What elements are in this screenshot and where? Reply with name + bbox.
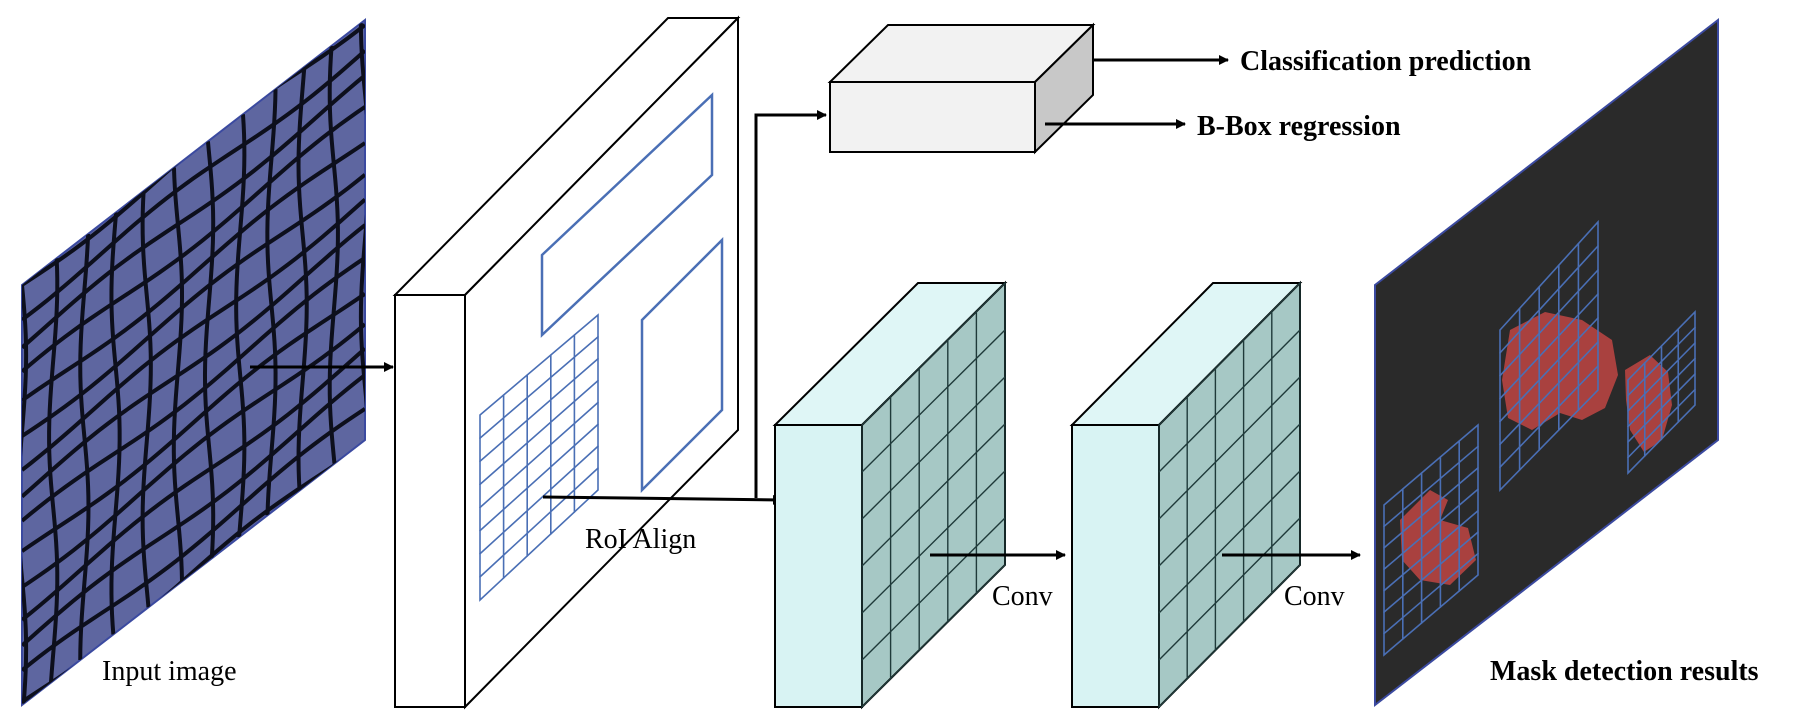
roi-grid-hline: [479, 401, 599, 509]
det-grid-left-hline: [1383, 552, 1479, 635]
det-grid-left-hline: [1383, 488, 1479, 571]
classification-prediction-label: Classification prediction: [1240, 46, 1532, 77]
conv2-grid-hline: [1158, 470, 1301, 614]
roi-grid: [479, 313, 599, 602]
conv1-grid-hline: [861, 470, 1006, 614]
roi-grid-hline: [479, 379, 599, 486]
net-strand-horizontal: [22, 223, 365, 499]
conv1-grid-hline: [861, 376, 1006, 520]
net-strand-vertical: [234, 114, 247, 538]
feature-map-box: [392, 15, 741, 710]
proposal-box-top: [540, 92, 714, 338]
det-grid-center-hline: [1499, 317, 1599, 423]
classifier-head-box: [827, 22, 1096, 155]
det-grid-right-hline: [1627, 342, 1696, 412]
arrow-branch-to-head: [754, 110, 827, 498]
det-grid-center-hline: [1499, 293, 1599, 400]
det-grid-right-hline: [1627, 388, 1696, 459]
conv2-grid-hline: [1158, 329, 1301, 473]
roi-grid-border: [479, 313, 599, 602]
net-strand-vertical: [22, 284, 29, 704]
roi-grid-hline: [479, 445, 599, 555]
conv2-grid-hline: [1158, 517, 1301, 661]
net-strand-horizontal: [22, 105, 365, 374]
det-grid-center-hline: [1499, 245, 1599, 354]
det-grid-center-hline: [1499, 269, 1599, 377]
roi-grid-hline: [479, 357, 599, 463]
net-strand-horizontal: [22, 256, 365, 523]
det-grid-left-hline: [1383, 531, 1479, 613]
det-grid-left-border: [1383, 423, 1479, 657]
conv-label-1: Conv: [992, 581, 1053, 612]
arrow-roi-to-conv: [542, 494, 783, 505]
det-grid-left-hline: [1383, 509, 1479, 592]
mask-results-panel: [1374, 17, 1719, 708]
conv1-grid-hline: [861, 329, 1006, 473]
proposal-box-right: [640, 236, 724, 494]
mask-results-label: Mask detection results: [1490, 656, 1759, 687]
net-strand-vertical: [202, 141, 216, 559]
conv-label-2: Conv: [1284, 581, 1345, 612]
net-strand-horizontal: [22, 346, 365, 622]
conv-grid-2: [1158, 281, 1301, 709]
net-strand-horizontal: [22, 373, 365, 648]
det-grid-right-hline: [1627, 357, 1696, 428]
input-image-label: Input image: [102, 656, 237, 687]
conv-block-2: [1069, 280, 1303, 710]
det-grid-center-hline: [1499, 341, 1599, 446]
roi-align-label: RoI Align: [585, 524, 696, 555]
bbox-regression-label: B-Box regression: [1197, 111, 1401, 142]
net-strand-vertical: [78, 233, 91, 661]
net-strand-vertical: [265, 89, 278, 516]
net-strand-horizontal: [22, 173, 365, 438]
net-strand-horizontal: [22, 49, 365, 322]
det-grid-left-hline: [1383, 467, 1479, 549]
conv1-grid-hline: [861, 423, 1006, 567]
net-strand-horizontal: [22, 407, 365, 672]
net-strand-horizontal: [22, 292, 365, 553]
roi-grid-hline: [479, 467, 599, 578]
det-grid-center-hline: [1499, 365, 1599, 468]
net-strand-horizontal: [22, 198, 365, 472]
roi-grid-hline: [479, 336, 599, 439]
roi-grid-hline: [479, 423, 599, 532]
det-grid-left-hline: [1383, 445, 1479, 528]
net-strand-vertical: [358, 23, 365, 438]
net-strand-horizontal: [22, 73, 365, 350]
net-strand-horizontal: [22, 141, 365, 403]
conv1-grid-hline: [861, 517, 1006, 661]
conv2-grid-hline: [1158, 376, 1301, 520]
input-image-panel: [21, 17, 366, 708]
detection-grids: [1383, 219, 1696, 657]
conv-block-1: [772, 280, 1008, 710]
conv-grid-1: [861, 281, 1006, 709]
det-grid-right-hline: [1627, 326, 1696, 397]
conv2-grid-hline: [1158, 423, 1301, 567]
det-grid-center-border: [1499, 219, 1599, 492]
det-grid-right-hline: [1627, 373, 1696, 443]
net-strand-vertical: [109, 212, 122, 635]
net-strand-vertical: [327, 45, 340, 464]
